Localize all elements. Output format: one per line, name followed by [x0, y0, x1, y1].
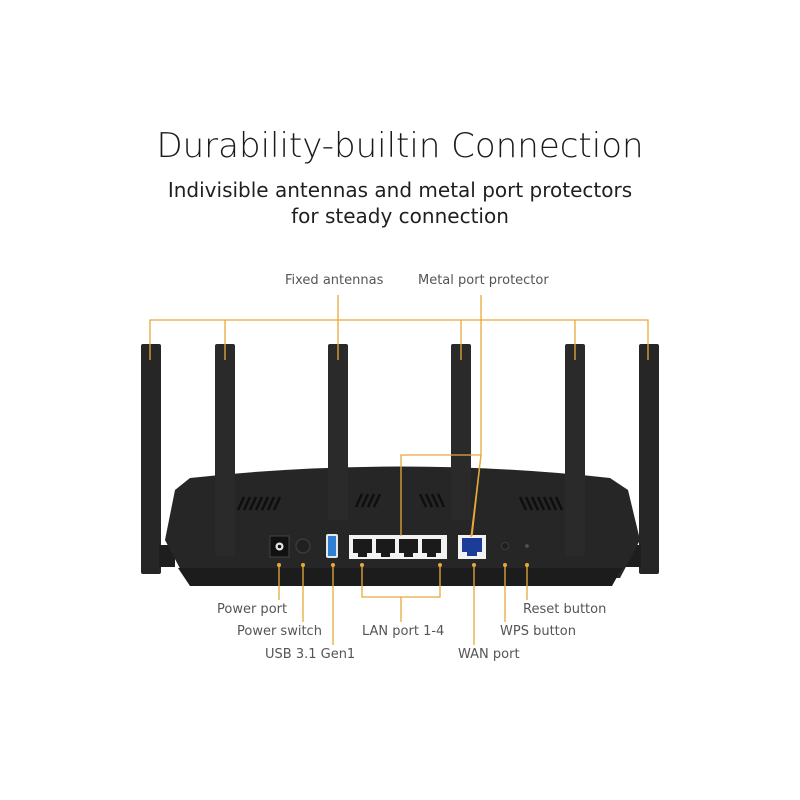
callout-power-port: Power port: [217, 602, 288, 617]
lan-port-3[interactable]: [399, 539, 418, 557]
lan-port-4[interactable]: [422, 539, 441, 557]
page-title: Durability-builtin Connection: [156, 126, 644, 166]
lan-port-2[interactable]: [376, 539, 395, 557]
subtitle-line-2: for steady connection: [291, 204, 509, 228]
callout-lan-ports: LAN port 1-4: [362, 624, 445, 639]
antenna-4: [451, 344, 471, 520]
power-switch[interactable]: [295, 538, 311, 554]
callout-metal-port-protector: Metal port protector: [418, 273, 549, 288]
lan-port-1[interactable]: [353, 539, 372, 557]
callout-usb: USB 3.1 Gen1: [265, 647, 356, 662]
router-body-bottom: [178, 568, 622, 586]
callout-dots: [277, 563, 529, 567]
subtitle-line-1: Indivisible antennas and metal port prot…: [167, 178, 633, 202]
usb-port[interactable]: [326, 534, 338, 558]
callout-reset-button: Reset button: [523, 602, 607, 617]
power-port[interactable]: [269, 535, 290, 558]
wps-button[interactable]: [501, 542, 509, 550]
callout-power-switch: Power switch: [237, 624, 322, 639]
callout-wan-port: WAN port: [458, 647, 520, 662]
callout-fixed-antennas: Fixed antennas: [285, 273, 384, 288]
callout-lines: [149, 295, 649, 645]
vents: [236, 493, 564, 511]
antenna-2: [215, 344, 235, 556]
antenna-3: [328, 344, 348, 520]
lan-ports: [349, 535, 447, 559]
callout-wps-button: WPS button: [500, 624, 576, 639]
wan-port[interactable]: [458, 535, 486, 559]
antenna-5: [565, 344, 585, 556]
reset-button[interactable]: [525, 544, 529, 548]
